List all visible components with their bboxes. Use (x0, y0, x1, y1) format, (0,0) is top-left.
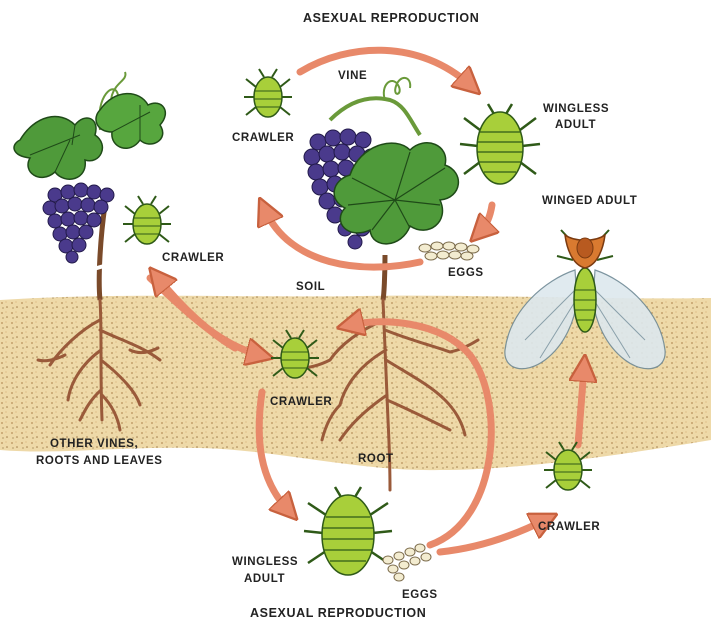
center-vine-stem (330, 98, 420, 135)
label-wingless-adult-bottom-line1: WINGLESS (232, 556, 298, 568)
label-wingless-adult-top-line1: WINGLESS (543, 103, 609, 115)
label-vine: VINE (338, 70, 367, 82)
label-winged-adult: WINGED ADULT (542, 195, 637, 207)
label-other-vines-line2: ROOTS AND LEAVES (36, 455, 163, 467)
center-tendril (384, 78, 410, 100)
label-crawler-soil: CRAWLER (270, 396, 332, 408)
left-leaf-1 (14, 117, 102, 180)
wingless-adult-insect-bottom (304, 487, 392, 575)
crawler-insect-top (244, 69, 292, 117)
label-root: ROOT (358, 453, 394, 465)
label-wingless-adult-bottom-line2: ADULT (244, 573, 285, 585)
label-other-vines-line1: OTHER VINES, (50, 438, 138, 450)
label-crawler-left: CRAWLER (162, 252, 224, 264)
eggs-cluster-bottom (383, 544, 431, 581)
label-soil: SOIL (296, 281, 325, 293)
label-eggs-top: EGGS (448, 267, 484, 279)
label-asexual-reproduction-bottom: ASEXUAL REPRODUCTION (250, 606, 426, 620)
crawler-insect-left (123, 196, 171, 244)
arrow-crawler-to-wingless-top (300, 50, 470, 85)
arrow-wingless-to-eggs-top (480, 205, 492, 232)
label-wingless-adult-top-line2: ADULT (555, 119, 596, 131)
left-trunk-cut-mark (90, 262, 118, 270)
label-crawler-right: CRAWLER (538, 521, 600, 533)
left-leaf-2 (96, 94, 165, 149)
wingless-adult-insect-top (460, 104, 540, 184)
eggs-cluster-top (419, 242, 479, 260)
center-vine-trunk (383, 255, 385, 300)
label-crawler-top: CRAWLER (232, 132, 294, 144)
label-eggs-bottom: EGGS (402, 589, 438, 601)
label-asexual-reproduction-top: ASEXUAL REPRODUCTION (303, 11, 479, 25)
